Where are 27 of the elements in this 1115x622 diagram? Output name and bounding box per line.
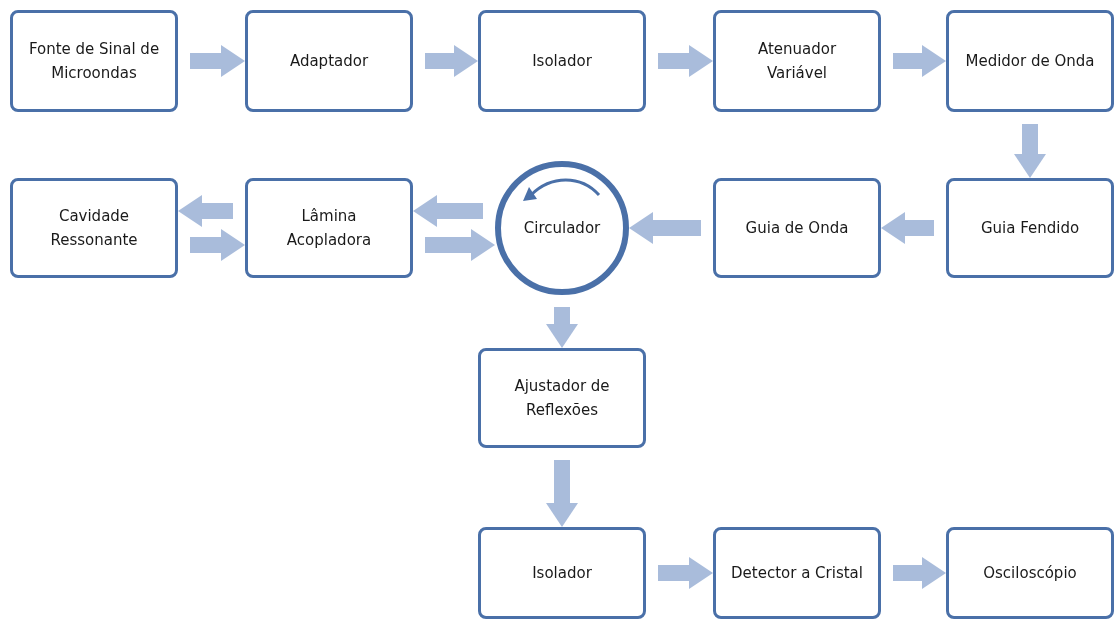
node-label: Detector a Cristal [731,563,863,584]
node-label: Guia de Onda [745,218,849,239]
process-box [713,10,881,112]
node-label: Circulador [523,218,601,239]
node-label: Osciloscópio [983,563,1077,584]
node-label: Isolador [532,563,592,584]
process-box [245,10,413,112]
node-label: Lâmina Acopladora [285,206,373,251]
process-box [713,178,881,278]
process-box [713,527,881,619]
process-box [245,178,413,278]
node-label: Fonte de Sinal de Microondas [27,39,161,84]
node-label: Atenuador Variável [756,39,838,84]
node-label: Ajustador de Reflexões [513,376,611,421]
process-box [946,10,1114,112]
node-label: Adaptador [289,51,369,72]
process-box [946,527,1114,619]
process-box [10,178,178,278]
process-box [10,10,178,112]
node-label: Guia Fendido [980,218,1080,239]
process-box [946,178,1114,278]
node-label: Medidor de Onda [965,51,1095,72]
node-label: Cavidade Ressonante [49,206,139,251]
process-box [478,348,646,448]
node-label: Isolador [532,51,592,72]
process-box [478,527,646,619]
process-box [478,10,646,112]
